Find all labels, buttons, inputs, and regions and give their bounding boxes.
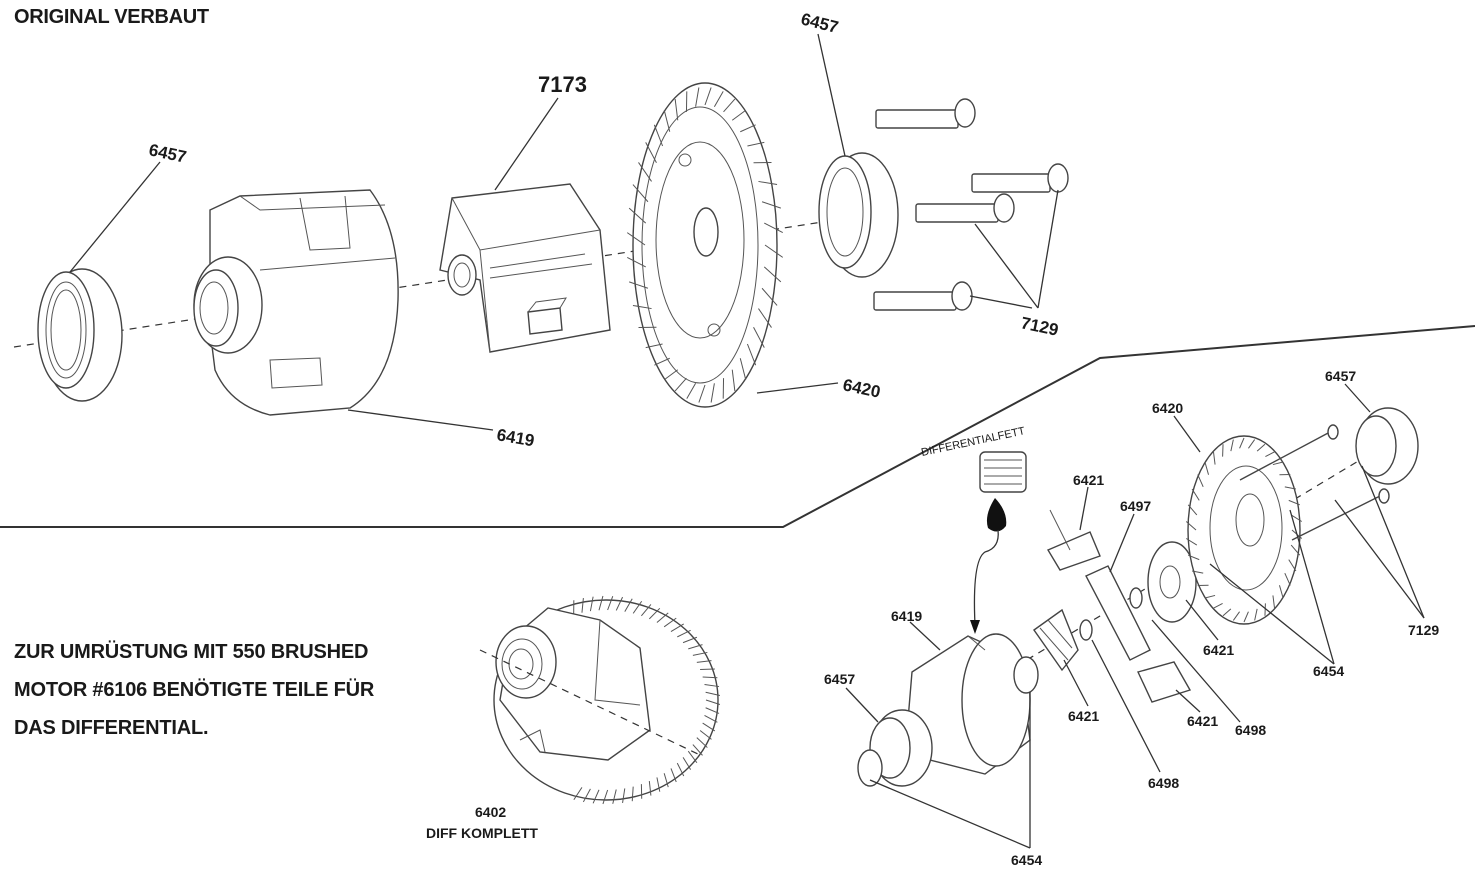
screw-3-part (915, 193, 1015, 223)
label-ring-gear: 6420 (841, 375, 882, 401)
label-spider-right-a: 6421 (1203, 642, 1234, 658)
screw-2-part (971, 163, 1069, 193)
exploded-ring-gear-part (1185, 435, 1303, 625)
label-spider-right-b: 6421 (1187, 713, 1218, 729)
section-divider-line (0, 325, 1475, 528)
label-diff-housing: 6419 (495, 425, 536, 450)
label-cross-pin: 6497 (1120, 498, 1151, 514)
exploded-bearing-top-part (1355, 407, 1419, 485)
spider-gear-left-part (1033, 608, 1079, 672)
label-exploded-screws: 7129 (1408, 622, 1439, 638)
label-exploded-ring-gear: 6420 (1152, 400, 1183, 416)
spider-gear-top-part (1046, 509, 1101, 571)
label-bearing-left: 6457 (147, 140, 188, 166)
exploded-bearing-bottom-part (869, 709, 933, 787)
label-exploded-bearing-bottom: 6457 (824, 671, 855, 687)
exploded-screw-a-part (1239, 424, 1339, 481)
exploded-housing-part (907, 633, 1031, 775)
washer-left-part (1079, 619, 1093, 641)
section-title: ORIGINAL VERBAUT (14, 6, 209, 28)
label-complete-diff-number: 6402 (475, 804, 506, 820)
exploded-screw-b-part (1291, 488, 1390, 541)
label-washer-b: 6498 (1148, 775, 1179, 791)
label-spider-left: 6421 (1068, 708, 1099, 724)
label-washer-a: 6498 (1235, 722, 1266, 738)
washer-right-part (1129, 587, 1143, 609)
label-shim-bottom: 6454 (1011, 852, 1042, 868)
label-spider-top: 6421 (1073, 472, 1104, 488)
intro-line-3: DAS DIFFERENTIAL. (14, 717, 209, 739)
grease-tube-part (970, 451, 1027, 634)
diff-housing-part (193, 189, 399, 416)
intro-text: ZUR UMRÜSTUNG MIT 550 BRUSHED MOTOR #610… (14, 633, 454, 747)
bearing-right-part (818, 152, 899, 278)
bearing-left-part (37, 268, 123, 402)
ring-gear-part (626, 82, 784, 408)
exploded-shim-mid-part (1013, 656, 1039, 694)
screw-1-part (875, 98, 976, 129)
cross-pin-part (1085, 565, 1151, 661)
screw-4-part (873, 281, 973, 311)
spider-gear-bottom-part (1137, 661, 1192, 703)
diff-spool-part (439, 183, 611, 353)
spider-gear-right-part (1147, 541, 1197, 623)
label-shim-right: 6454 (1313, 663, 1344, 679)
exploded-shim-bottom-part (857, 749, 883, 787)
intro-line-1: ZUR UMRÜSTUNG MIT 550 BRUSHED (14, 641, 369, 663)
label-exploded-housing: 6419 (891, 608, 922, 624)
label-diff-spool: 7173 (538, 72, 587, 97)
label-complete-diff-caption: DIFF KOMPLETT (426, 825, 538, 841)
label-bearing-right: 6457 (799, 9, 840, 37)
label-screws: 7129 (1019, 313, 1060, 339)
complete-diff-part (479, 595, 721, 805)
label-exploded-bearing-top: 6457 (1325, 368, 1356, 384)
intro-line-2: MOTOR #6106 BENÖTIGTE TEILE FÜR (14, 679, 375, 701)
